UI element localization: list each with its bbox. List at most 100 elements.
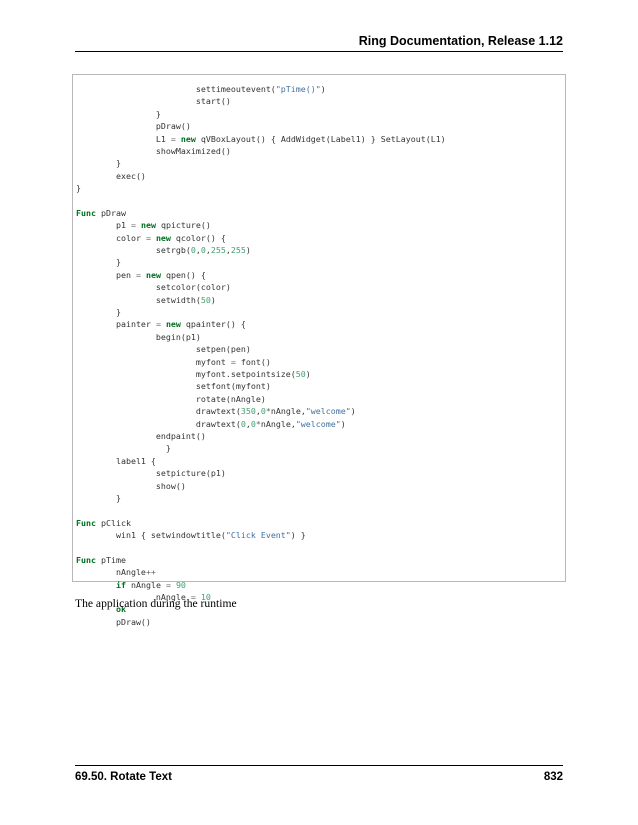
code-token: qVBoxLayout() { AddWidget(Label1) } SetL… — [195, 133, 446, 144]
code-line: drawtext(350,0*nAngle,"welcome") — [76, 405, 446, 417]
code-line: setrgb(0,0,255,255) — [76, 244, 446, 256]
code-line: myfont.setpointsize(50) — [76, 368, 446, 380]
code-token: ) } — [290, 530, 306, 541]
code-token: ) — [340, 418, 346, 429]
code-line: Func pClick — [76, 517, 446, 529]
code-token: 0 — [240, 418, 246, 429]
code-line: setfont(myfont) — [76, 380, 446, 392]
code-line: rotate(nAngle) — [76, 393, 446, 405]
code-token: } — [76, 183, 81, 194]
code-token: pTime — [95, 554, 126, 565]
footer-section-title: 69.50. Rotate Text — [75, 771, 172, 783]
code-token: painter — [76, 319, 156, 330]
caption-text: The application during the runtime — [75, 597, 237, 610]
code-token: label1 { — [76, 455, 156, 466]
code-token: start() — [76, 96, 231, 107]
code-line: endpaint() — [76, 430, 446, 442]
code-token: setrgb( — [76, 245, 191, 256]
code-token: new — [180, 133, 196, 144]
code-token: Func — [76, 517, 96, 528]
code-token: , — [245, 418, 251, 429]
code-line: } — [76, 256, 446, 268]
code-token: color — [76, 232, 146, 243]
code-token: = — [170, 133, 176, 144]
code-line: } — [76, 108, 446, 120]
code-token: ) — [210, 294, 216, 305]
code-line: win1 { setwindowtitle("Click Event") } — [76, 529, 446, 541]
code-token: 90 — [175, 579, 186, 590]
code-line: color = new qcolor() { — [76, 232, 446, 244]
code-listing: settimeoutevent("pTime()") start() } pDr… — [76, 83, 446, 628]
code-line: if nAngle = 90 — [76, 579, 446, 591]
code-token: 0 — [200, 245, 206, 256]
code-token: pDraw — [95, 207, 126, 218]
code-token: } — [76, 443, 171, 454]
code-token: new — [140, 220, 156, 231]
code-token: pen — [76, 269, 136, 280]
code-token: 50 — [295, 368, 306, 379]
footer-page-number: 832 — [543, 771, 563, 783]
code-token: "pTime()" — [275, 84, 321, 94]
code-line — [76, 541, 446, 553]
code-line: painter = new qpainter() { — [76, 318, 446, 330]
code-token: nAngle — [76, 592, 191, 603]
code-block: settimeoutevent("pTime()") start() } pDr… — [72, 74, 566, 627]
code-token: ++ — [145, 567, 156, 578]
code-token: = — [130, 220, 136, 231]
code-line: pDraw() — [76, 120, 446, 132]
code-token: ) — [245, 245, 251, 256]
code-line: setpicture(p1) — [76, 467, 446, 479]
code-token: , — [225, 245, 231, 256]
code-token: nAngle, — [270, 406, 306, 417]
code-token: myfont — [76, 356, 231, 367]
code-token: = — [165, 579, 171, 590]
code-line: } — [76, 306, 446, 318]
code-token: qpicture() — [155, 220, 211, 231]
code-line: drawtext(0,0*nAngle,"welcome") — [76, 418, 446, 430]
code-token: 10 — [200, 592, 211, 603]
code-token: win1 { setwindowtitle( — [76, 530, 226, 541]
code-token: pClick — [95, 517, 131, 528]
code-line: } — [76, 442, 446, 454]
code-line: showMaximized() — [76, 145, 446, 157]
code-line — [76, 504, 446, 516]
code-token: } — [76, 307, 121, 318]
code-line: nAngle++ — [76, 566, 446, 578]
code-token: Func — [76, 207, 96, 218]
code-token: rotate(nAngle) — [76, 393, 266, 404]
code-token: 255 — [230, 245, 246, 256]
code-token — [76, 580, 116, 590]
code-line: pDraw() — [76, 616, 446, 628]
code-token: 255 — [210, 245, 226, 256]
code-line: exec() — [76, 170, 446, 182]
code-line: start() — [76, 95, 446, 107]
code-line: show() — [76, 480, 446, 492]
code-token: qpen() { — [160, 269, 206, 280]
code-token: = — [230, 356, 236, 367]
code-token: } — [76, 492, 121, 503]
code-token: endpaint() — [76, 430, 206, 441]
footer-divider — [75, 765, 563, 766]
code-token: = — [190, 592, 196, 603]
code-line: L1 = new qVBoxLayout() { AddWidget(Label… — [76, 133, 446, 145]
code-token: ok — [115, 604, 126, 615]
code-token: drawtext( — [76, 406, 241, 417]
code-token: = — [145, 232, 151, 243]
code-token: setpicture(p1) — [76, 468, 226, 479]
code-token: 0 — [250, 418, 256, 429]
code-token: show() — [76, 480, 186, 491]
code-token: 0 — [260, 406, 266, 417]
code-line: p1 = new qpicture() — [76, 219, 446, 231]
code-line: setpen(pen) — [76, 343, 446, 355]
header-divider — [75, 51, 563, 52]
code-token: nAngle — [76, 567, 146, 578]
code-token: qpainter() { — [180, 319, 246, 330]
code-token: drawtext( — [76, 418, 241, 429]
code-token: Func — [76, 554, 96, 565]
code-token: setpen(pen) — [76, 344, 251, 355]
code-line: Func pTime — [76, 554, 446, 566]
code-token: , — [255, 406, 261, 417]
code-token: font() — [235, 356, 271, 367]
code-token: 350 — [240, 406, 256, 417]
code-line: settimeoutevent("pTime()") — [76, 83, 446, 95]
